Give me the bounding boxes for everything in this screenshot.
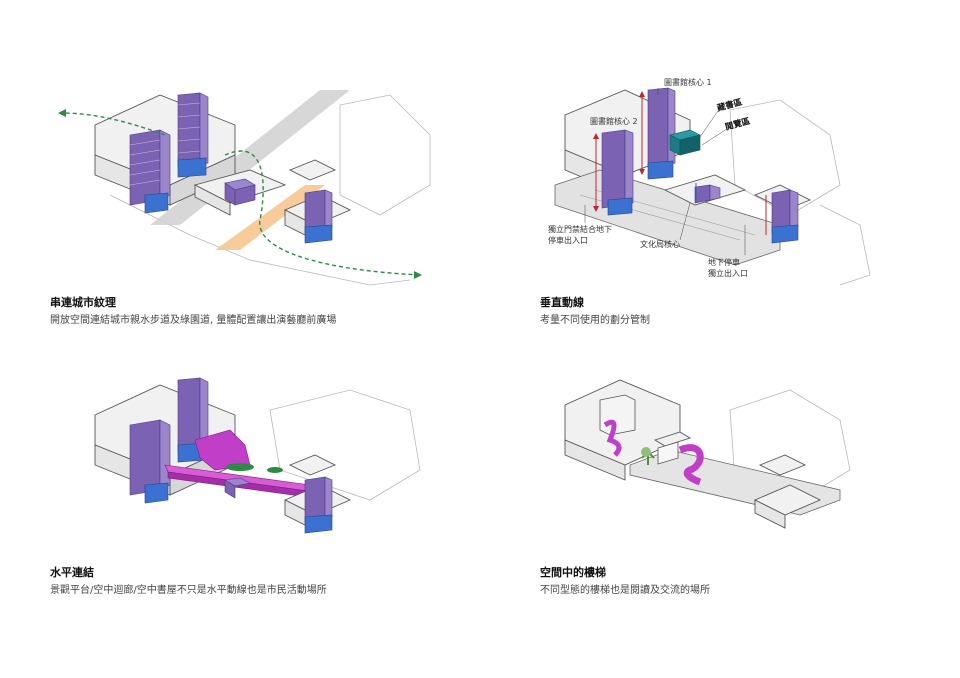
caption-subtitle: 不同型態的樓梯也是閱讀及交流的場所 — [540, 585, 710, 596]
spiral-stair-left — [603, 419, 622, 457]
vertical-arrows — [595, 93, 767, 235]
arrow-left-icon — [58, 109, 66, 117]
leader-lines — [584, 88, 746, 255]
caption-subtitle: 考量不同使用的劃分管制 — [540, 315, 650, 326]
stairs-axonometric — [564, 379, 851, 529]
green-path-line — [59, 112, 166, 136]
diagram-vertical-circulation: 圖書館核心 1 圖書館核心 2 藏書區 閱覽區 獨立門禁結合地下 停車出入口 文… — [540, 75, 960, 325]
caption-title: 垂直動線 — [540, 296, 584, 309]
diagram-stairs-in-space — [540, 370, 960, 620]
caption-title: 水平連結 — [50, 566, 94, 579]
right-tower — [771, 189, 799, 244]
arrow-up-icon — [593, 133, 599, 139]
library-core-2-label: 圖書館核心 2 — [590, 116, 638, 126]
tower-right — [304, 476, 333, 534]
stair-void — [599, 394, 636, 436]
green-roof — [226, 463, 254, 471]
performance-hall-plaza — [215, 185, 325, 250]
caption-horizontal-connection: 水平連結 景觀平台/空中迴廊/空中書屋不只是水平動線也是市民活動場所 — [50, 566, 450, 597]
caption-stairs-in-space: 空間中的樓梯 不同型態的樓梯也是閱讀及交流的場所 — [540, 566, 940, 597]
small-pavilion — [288, 159, 337, 181]
gate-parking-label-1: 獨立門禁結合地下 — [548, 224, 612, 234]
library-core-2-tower — [601, 129, 634, 216]
vertical-circulation-axonometric: 圖書館核心 1 圖書館核心 2 藏書區 閱覽區 獨立門禁結合地下 停車出入口 文… — [548, 77, 871, 286]
caption-subtitle: 開放空間連結城市親水步道及綠園道, 量體配置讓出演藝廳前廣場 — [50, 315, 337, 326]
caption-title: 空間中的樓梯 — [540, 566, 606, 579]
tower-left — [129, 419, 171, 504]
arrow-down-icon — [593, 206, 599, 212]
caption-vertical-circulation: 垂直動線 考量不同使用的劃分管制 — [540, 296, 940, 327]
tower-tall — [177, 92, 209, 178]
library-core-1-tower — [647, 87, 676, 180]
culture-bureau-core-label: 文化局核心 — [640, 239, 680, 249]
diagram-horizontal-connection — [50, 370, 470, 620]
library-core-1-label: 圖書館核心 1 — [664, 77, 712, 87]
arrow-right-icon — [414, 271, 422, 279]
stair-pavilion — [657, 441, 679, 465]
tower-right — [304, 189, 333, 244]
parking-label-1: 地下停車 — [708, 257, 740, 267]
tower-left — [129, 129, 171, 214]
caption-title: 串連城市紋理 — [50, 296, 116, 309]
gate-parking-label-2: 停車出入口 — [548, 235, 588, 245]
diagram-urban-fabric — [50, 75, 470, 325]
horizontal-connection-axonometric — [94, 377, 421, 534]
caption-urban-fabric: 串連城市紋理 開放空間連結城市親水步道及綠園道, 量體配置讓出演藝廳前廣場 — [50, 296, 450, 327]
caption-subtitle: 景觀平台/空中迴廊/空中書屋不只是水平動線也是市民活動場所 — [50, 585, 327, 596]
parking-label-2: 獨立出入口 — [708, 268, 748, 278]
spiral-stair-right — [678, 444, 704, 486]
urban-fabric-axonometric — [58, 90, 431, 286]
neighbor-block-outline — [339, 94, 431, 216]
